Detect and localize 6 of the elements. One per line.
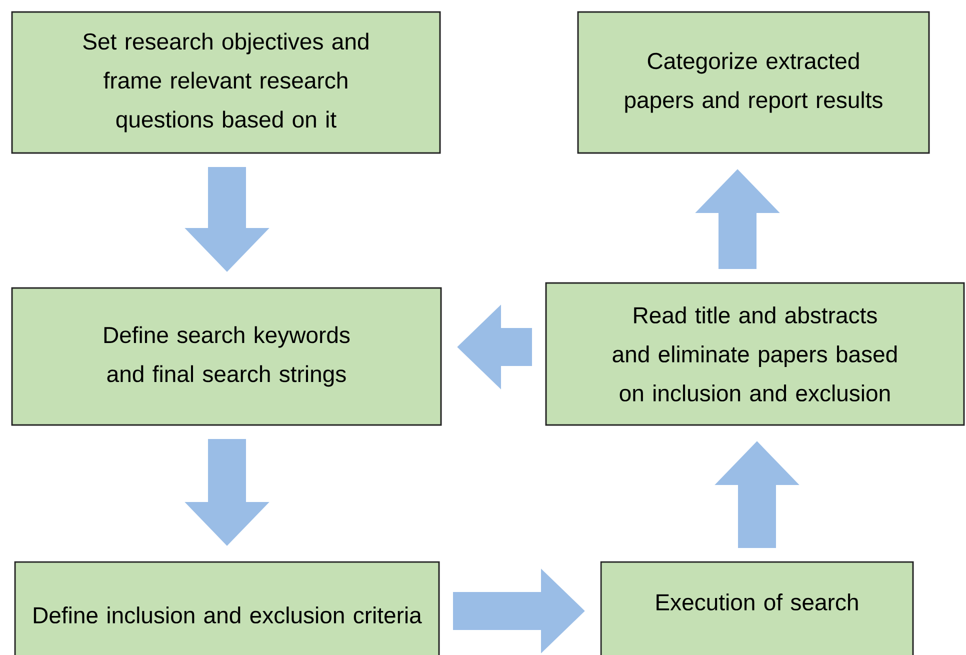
process-box: Define search keywords and final search strings	[11, 287, 442, 426]
process-box: Categorize extracted papers and report results	[577, 11, 930, 154]
process-box: Set research objectives and frame relevant research questions based on it	[11, 11, 441, 154]
process-box: Execution of search	[600, 561, 914, 655]
process-box: Define inclusion and exclusion criteria	[14, 561, 440, 655]
process-box: Read title and abstracts and eliminate papers based on inclusion and exclusion	[545, 282, 965, 426]
